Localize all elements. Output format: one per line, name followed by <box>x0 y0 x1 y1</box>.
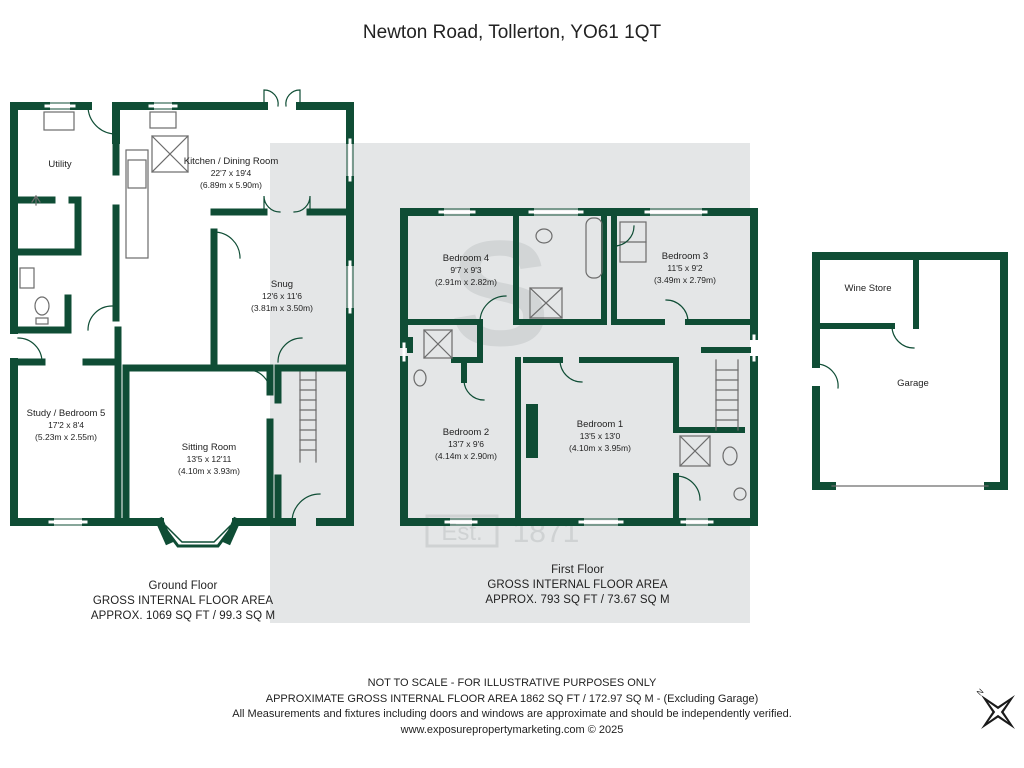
ensuite-toilet-icon <box>413 369 427 387</box>
ground-floor-plan <box>10 89 354 548</box>
room-wine-store-label: Wine Store <box>845 283 892 294</box>
room-snug-imperial: 12'6 x 11'6 <box>262 291 302 301</box>
bed1-ensuite-toilet-icon <box>722 446 738 466</box>
bath-icon <box>585 217 603 279</box>
ground-floor-internal-walls <box>10 136 354 526</box>
footer-not-to-scale: NOT TO SCALE - FOR ILLUSTRATIVE PURPOSES… <box>367 677 657 689</box>
footer-total-area: APPROXIMATE GROSS INTERNAL FLOOR AREA 18… <box>265 692 759 705</box>
room-bedroom2-imperial: 13'7 x 9'6 <box>448 439 484 449</box>
room-labels: Utility Kitchen / Dining Room 22'7 x 19'… <box>27 156 929 476</box>
room-sitting-imperial: 13'5 x 12'11 <box>187 454 232 464</box>
first-floor-fixtures <box>413 217 747 501</box>
ground-floor-window-lines <box>45 102 354 526</box>
room-bedroom3-imperial: 11'5 x 9'2 <box>667 263 702 273</box>
first-floor-name: First Floor <box>551 564 604 576</box>
room-kitchen-metric: (6.89m x 5.90m) <box>200 180 262 190</box>
room-sitting-metric: (4.10m x 3.93m) <box>178 466 240 476</box>
watermark-letter: S <box>450 209 550 377</box>
garage-plan <box>812 252 1008 490</box>
room-bedroom2-metric: (4.14m x 2.90m) <box>435 451 497 461</box>
basin-icon <box>19 267 35 289</box>
room-snug-metric: (3.81m x 3.50m) <box>251 303 313 313</box>
compass-icon: N <box>975 687 1015 729</box>
staircase-icon <box>299 371 317 463</box>
room-bedroom3-metric: (3.49m x 2.79m) <box>654 275 716 285</box>
property-address-title: Newton Road, Tollerton, YO61 1QT <box>362 22 662 43</box>
utility-sink-icon <box>43 111 75 131</box>
bathroom-toilet-icon <box>535 228 553 244</box>
room-bedroom3-label: Bedroom 3 <box>662 251 708 262</box>
room-bedroom4-metric: (2.91m x 2.82m) <box>435 277 497 287</box>
first-floor-window-lines <box>439 208 713 526</box>
first-floor-plan <box>400 208 758 526</box>
wardrobe-block <box>526 404 538 458</box>
shower-tray-icon <box>529 287 563 319</box>
first-floor-windows <box>402 210 756 524</box>
ground-floor-outer-walls <box>10 102 354 546</box>
room-study-imperial: 17'2 x 8'4 <box>48 420 84 430</box>
room-study-metric: (5.23m x 2.55m) <box>35 432 97 442</box>
room-bedroom4-imperial: 9'7 x 9'3 <box>450 265 481 275</box>
first-floor-staircase-icon <box>715 359 739 431</box>
room-bedroom2-label: Bedroom 2 <box>443 427 489 438</box>
bed1-ensuite-basin-icon <box>733 487 747 501</box>
ground-floor-area: APPROX. 1069 SQ FT / 99.3 SQ M <box>90 610 276 622</box>
room-kitchen-imperial: 22'7 x 19'4 <box>211 168 252 178</box>
first-floor-caption: First Floor GROSS INTERNAL FLOOR AREA AP… <box>470 563 685 608</box>
bed1-ensuite-shower-icon <box>679 435 711 467</box>
kitchen-sink-icon <box>149 111 177 129</box>
ground-floor-area-label: GROSS INTERNAL FLOOR AREA <box>92 595 274 607</box>
room-bedroom4-label: Bedroom 4 <box>443 253 489 264</box>
room-bedroom1-label: Bedroom 1 <box>577 419 623 430</box>
first-floor-outer-walls <box>400 208 758 526</box>
ground-floor-windows <box>44 104 352 524</box>
ground-floor-fixtures <box>19 111 317 463</box>
skylight-icon <box>151 135 189 173</box>
kitchen-counter <box>125 149 149 259</box>
room-bedroom1-imperial: 13'5 x 13'0 <box>580 431 621 441</box>
first-floor-area-label: GROSS INTERNAL FLOOR AREA <box>487 579 668 591</box>
watermark-est-box <box>425 514 499 548</box>
ensuite-shower-icon <box>423 329 453 359</box>
ground-floor-door-swings <box>17 89 321 523</box>
ground-floor-name: Ground Floor <box>148 580 218 592</box>
hob-icon <box>127 159 147 189</box>
toilet-icon <box>34 296 50 316</box>
footer-disclaimer: NOT TO SCALE - FOR ILLUSTRATIVE PURPOSES… <box>0 676 1024 738</box>
room-bedroom1-metric: (4.10m x 3.95m) <box>569 443 631 453</box>
footer-website[interactable]: www.exposurepropertymarketing.com © 2025 <box>400 723 624 736</box>
first-floor-door-swings <box>463 225 701 501</box>
ground-floor-caption: Ground Floor GROSS INTERNAL FLOOR AREA A… <box>78 579 288 624</box>
room-garage-label: Garage <box>897 378 929 389</box>
room-snug-label: Snug <box>271 279 293 290</box>
room-utility-label: Utility <box>48 159 71 170</box>
room-study-label: Study / Bedroom 5 <box>27 408 106 419</box>
room-sitting-label: Sitting Room <box>182 442 236 453</box>
cupboard-door-icon <box>31 195 41 206</box>
compass-north-label: N <box>975 687 986 698</box>
first-floor-internal-walls <box>401 213 757 525</box>
first-floor-area: APPROX. 793 SQ FT / 73.67 SQ M <box>485 594 670 606</box>
footer-measurements-note: All Measurements and fixtures including … <box>232 708 792 720</box>
bay-window <box>157 519 239 548</box>
room-kitchen-label: Kitchen / Dining Room <box>184 156 279 167</box>
